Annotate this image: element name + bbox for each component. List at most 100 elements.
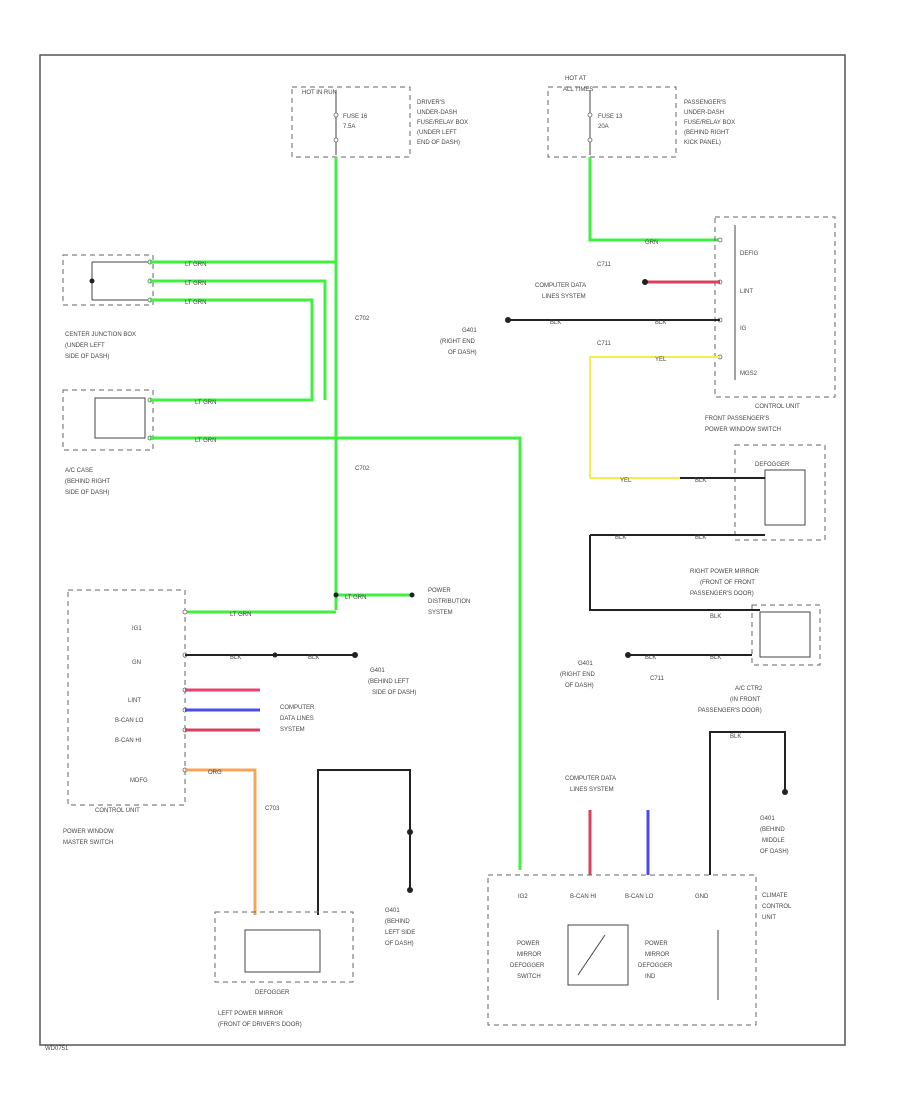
- fuse-left-loc-4: (UNDER LEFT: [417, 130, 457, 136]
- wire-yel-label-1: YEL: [655, 357, 667, 363]
- wire-blk-label-2: BLK: [655, 320, 666, 326]
- wire-blk-label-6: BLK: [710, 614, 721, 620]
- ccu-name-2: CONTROL: [762, 904, 792, 910]
- mws-pin-2: GN: [132, 660, 141, 666]
- right-power-mirror: RIGHT POWER MIRROR (FRONT OF FRONT PASSE…: [690, 569, 821, 666]
- cu-right-pin-1: DEFIG: [740, 251, 759, 257]
- fpws-label-2: POWER WINDOW SWITCH: [705, 427, 781, 433]
- ccu-pin-4: GND: [695, 894, 709, 900]
- ccu-switch-3: DEFOGGER: [510, 963, 545, 969]
- fuse-left-loc-2: UNDER-DASH: [417, 110, 457, 116]
- ground-right-2: (RIGHT END: [440, 339, 476, 345]
- fuse-left-loc-1: DRIVER'S: [417, 100, 445, 106]
- mws-pin-5: B-CAN HI: [115, 738, 142, 744]
- fuse-left-label: FUSE 16: [343, 114, 368, 120]
- mws-name-1: POWER WINDOW: [63, 829, 114, 835]
- fuse-right-loc-3: FUSE/RELAY BOX: [684, 120, 735, 126]
- fuse-left-amp: 7.5A: [343, 124, 355, 130]
- ccu-pin-2: B-CAN HI: [570, 894, 597, 900]
- fuse-right-hot2-label: ALL TIMES: [563, 87, 593, 93]
- ground-middle-4: OF DASH): [760, 849, 789, 855]
- ccu-name-3: UNIT: [762, 915, 776, 921]
- ac-case: A/C CASE (BEHIND RIGHT SIDE OF DASH): [62, 389, 154, 496]
- wire-blk-label-5: BLK: [695, 535, 706, 541]
- wire-label-5: LT GRN: [195, 438, 216, 444]
- ground-left2-1: G401: [385, 908, 400, 914]
- wire-blk-label-1: BLK: [550, 320, 561, 326]
- front-passenger-window-switch: FRONT PASSENGER'S POWER WINDOW SWITCH DE…: [589, 416, 826, 611]
- ac-ctr2-label-3: PASSENGER'S DOOR): [698, 708, 762, 714]
- comp-data-top-2: LINES SYSTEM: [542, 294, 586, 300]
- ac-case-label-2: (BEHIND RIGHT: [65, 479, 110, 485]
- wire-blk-label-3: BLK: [695, 478, 706, 484]
- cu-right-pin-3: IG: [740, 326, 747, 332]
- fuse-left-hot-label: HOT IN RUN: [302, 90, 337, 96]
- mws-name-2: MASTER SWITCH: [63, 840, 113, 846]
- diagram-code: WD0751: [45, 1046, 69, 1052]
- ground-left-2: (BEHIND LEFT: [368, 679, 409, 685]
- cjb-label-1: CENTER JUNCTION BOX: [65, 332, 136, 338]
- ccu-switch-2: MIRROR: [517, 952, 542, 958]
- ccu-ind-1: POWER: [645, 941, 668, 947]
- center-junction-box: CENTER JUNCTION BOX (UNDER LEFT SIDE OF …: [62, 254, 154, 360]
- ground-right2-1: G401: [578, 661, 593, 667]
- fuse-right-loc-2: UNDER-DASH: [684, 110, 724, 116]
- wire-org-label: ORG: [208, 770, 222, 776]
- wire-yel-label-2: YEL: [620, 478, 632, 484]
- ac-case-label-3: SIDE OF DASH): [65, 490, 109, 496]
- comp-data-left-1: COMPUTER: [280, 705, 315, 711]
- power-dist-label-3: SYSTEM: [428, 610, 453, 616]
- wire-blk-label-9: BLK: [730, 734, 741, 740]
- fuse-right-loc-5: KICK PANEL): [684, 140, 721, 146]
- connector-c702-b: C702: [355, 466, 370, 472]
- ltgrn-wire-network: [150, 157, 720, 870]
- ground-left-1: G401: [370, 668, 385, 674]
- wire-label-7: LT GRN: [345, 595, 366, 601]
- lpm-label-1: LEFT POWER MIRROR: [218, 1011, 284, 1017]
- connector-c711-a: C711: [597, 262, 612, 268]
- connector-c711-b: C711: [597, 341, 612, 347]
- comp-data-left-3: SYSTEM: [280, 727, 305, 733]
- climate-control-unit: IG2 B-CAN HI B-CAN LO GND POWER MIRROR D…: [487, 874, 792, 1026]
- cu-right-pin-4: MGS2: [740, 371, 758, 377]
- comp-data-bottom-1: COMPUTER DATA: [565, 776, 616, 782]
- wire-label-6: LT GRN: [230, 612, 251, 618]
- ground-left2-3: LEFT SIDE: [385, 930, 415, 936]
- fuse-right-label: FUSE 13: [598, 114, 623, 120]
- ground-left2-2: (BEHIND: [385, 919, 410, 925]
- diagram-frame: [39, 54, 846, 1046]
- ground-right-1: G401: [462, 328, 477, 334]
- ccu-name-1: CLIMATE: [762, 893, 788, 899]
- lpm-defogger: DEFOGGER: [255, 990, 290, 996]
- rpm-label-1: RIGHT POWER MIRROR: [690, 569, 760, 575]
- fuse-left-loc-5: END OF DASH): [417, 140, 460, 146]
- rpm-label-2: (FRONT OF FRONT: [700, 580, 755, 586]
- fuse-left-loc-3: FUSE/RELAY BOX: [417, 120, 468, 126]
- power-dist-label-1: POWER: [428, 588, 451, 594]
- ccu-pin-1: IG2: [518, 894, 528, 900]
- mws-pin-1: IG1: [132, 626, 142, 632]
- fpws-label-1: FRONT PASSENGER'S: [705, 416, 769, 422]
- mws-pin-6: MDFG: [130, 778, 148, 784]
- right-control-unit: DEFIG LINT IG MGS2 CONTROL UNIT: [714, 216, 836, 410]
- ccu-pin-3: B-CAN LO: [625, 894, 654, 900]
- wire-blk-label-10: BLK: [230, 655, 241, 661]
- left-power-mirror: DEFOGGER LEFT POWER MIRROR (FRONT OF DRI…: [214, 911, 354, 1028]
- comp-data-top-1: COMPUTER DATA: [535, 283, 586, 289]
- ground-middle-2: (BEHIND: [760, 827, 785, 833]
- ground-middle-1: G401: [760, 816, 775, 822]
- mws-pin-3: LINT: [128, 698, 141, 704]
- fuse-right-loc-4: (BEHIND RIGHT: [684, 130, 729, 136]
- fuse-box-driver: HOT IN RUN FUSE 16 7.5A DRIVER'S UNDER-D…: [291, 86, 468, 158]
- ac-ctr2-label-2: (IN FRONT: [730, 697, 761, 703]
- fuse-right-amp: 20A: [598, 124, 609, 130]
- comp-data-bottom-2: LINES SYSTEM: [570, 787, 614, 793]
- ccu-switch-1: POWER: [517, 941, 540, 947]
- fpws-defogger: DEFOGGER: [755, 462, 790, 468]
- wire-label-2: LT GRN: [185, 281, 206, 287]
- ccu-ind-3: DEFOGGER: [638, 963, 673, 969]
- ground-left-3: SIDE OF DASH): [372, 690, 416, 696]
- connector-c702-a: C702: [355, 316, 370, 322]
- wire-label-3: LT GRN: [185, 300, 206, 306]
